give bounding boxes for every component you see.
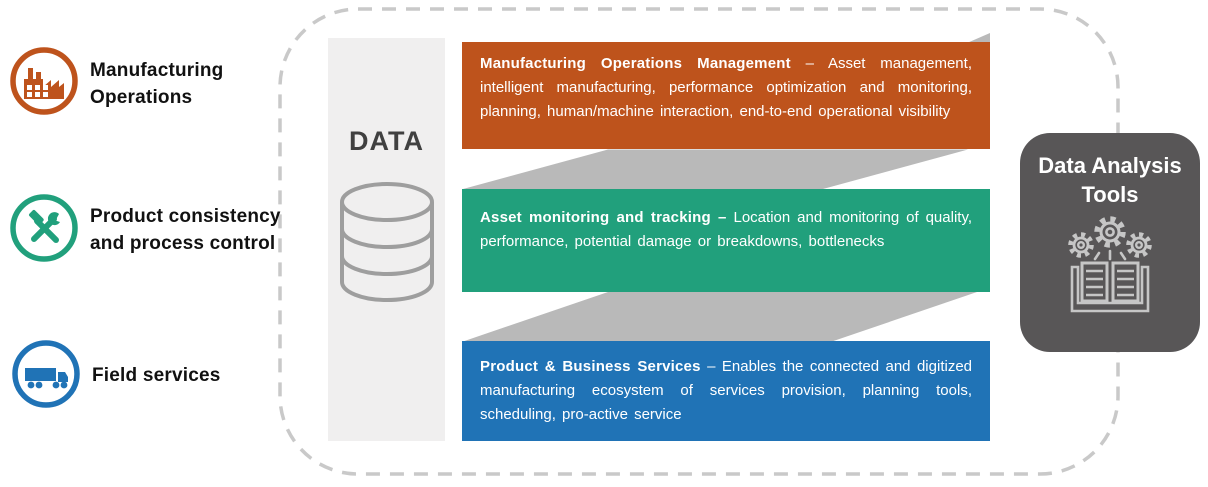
ribbon-fold-2 xyxy=(463,292,977,342)
data-analysis-tools-title: Data Analysis Tools xyxy=(1038,153,1182,207)
stream-title: Asset monitoring and tracking – xyxy=(480,209,727,226)
stream-description: – Asset management, intelligent manufact… xyxy=(480,55,972,120)
stream-description: Location and monitoring of quality, perf… xyxy=(480,209,972,250)
data-store-panel: DATA xyxy=(328,38,445,441)
database-icon xyxy=(339,182,434,302)
product-consistency-badge xyxy=(10,194,78,262)
ribbon-fold-1 xyxy=(463,149,968,189)
gears-book-icon xyxy=(1068,216,1152,313)
data-analysis-tools-box: Data Analysis Tools xyxy=(1020,133,1200,352)
data-store-title: DATA xyxy=(349,126,424,156)
stream-title: Manufacturing Operations Management xyxy=(480,55,791,72)
truck-icon xyxy=(12,340,80,408)
stream-asset-monitoring-tracking: Asset monitoring and tracking – Location… xyxy=(462,189,990,292)
stream-title: Product & Business Services xyxy=(480,358,701,375)
source-label-field-services: Field services xyxy=(92,365,221,386)
stream-manufacturing-operations-management: Manufacturing Operations Management – As… xyxy=(462,42,990,149)
manufacturing-operations-badge xyxy=(10,47,78,115)
tools-icon xyxy=(10,194,78,262)
dashed-boundary xyxy=(278,7,1120,476)
stream-description: – Enables the connected and digitized ma… xyxy=(480,358,973,423)
field-services-badge xyxy=(12,340,80,408)
source-label-product-consistency: Product consistency and process control xyxy=(90,206,281,254)
factory-icon xyxy=(10,47,78,115)
stream-product-business-services: Product & Business Services – Enables th… xyxy=(462,341,990,441)
source-label-manufacturing-operations: Manufacturing Operations xyxy=(90,60,224,108)
